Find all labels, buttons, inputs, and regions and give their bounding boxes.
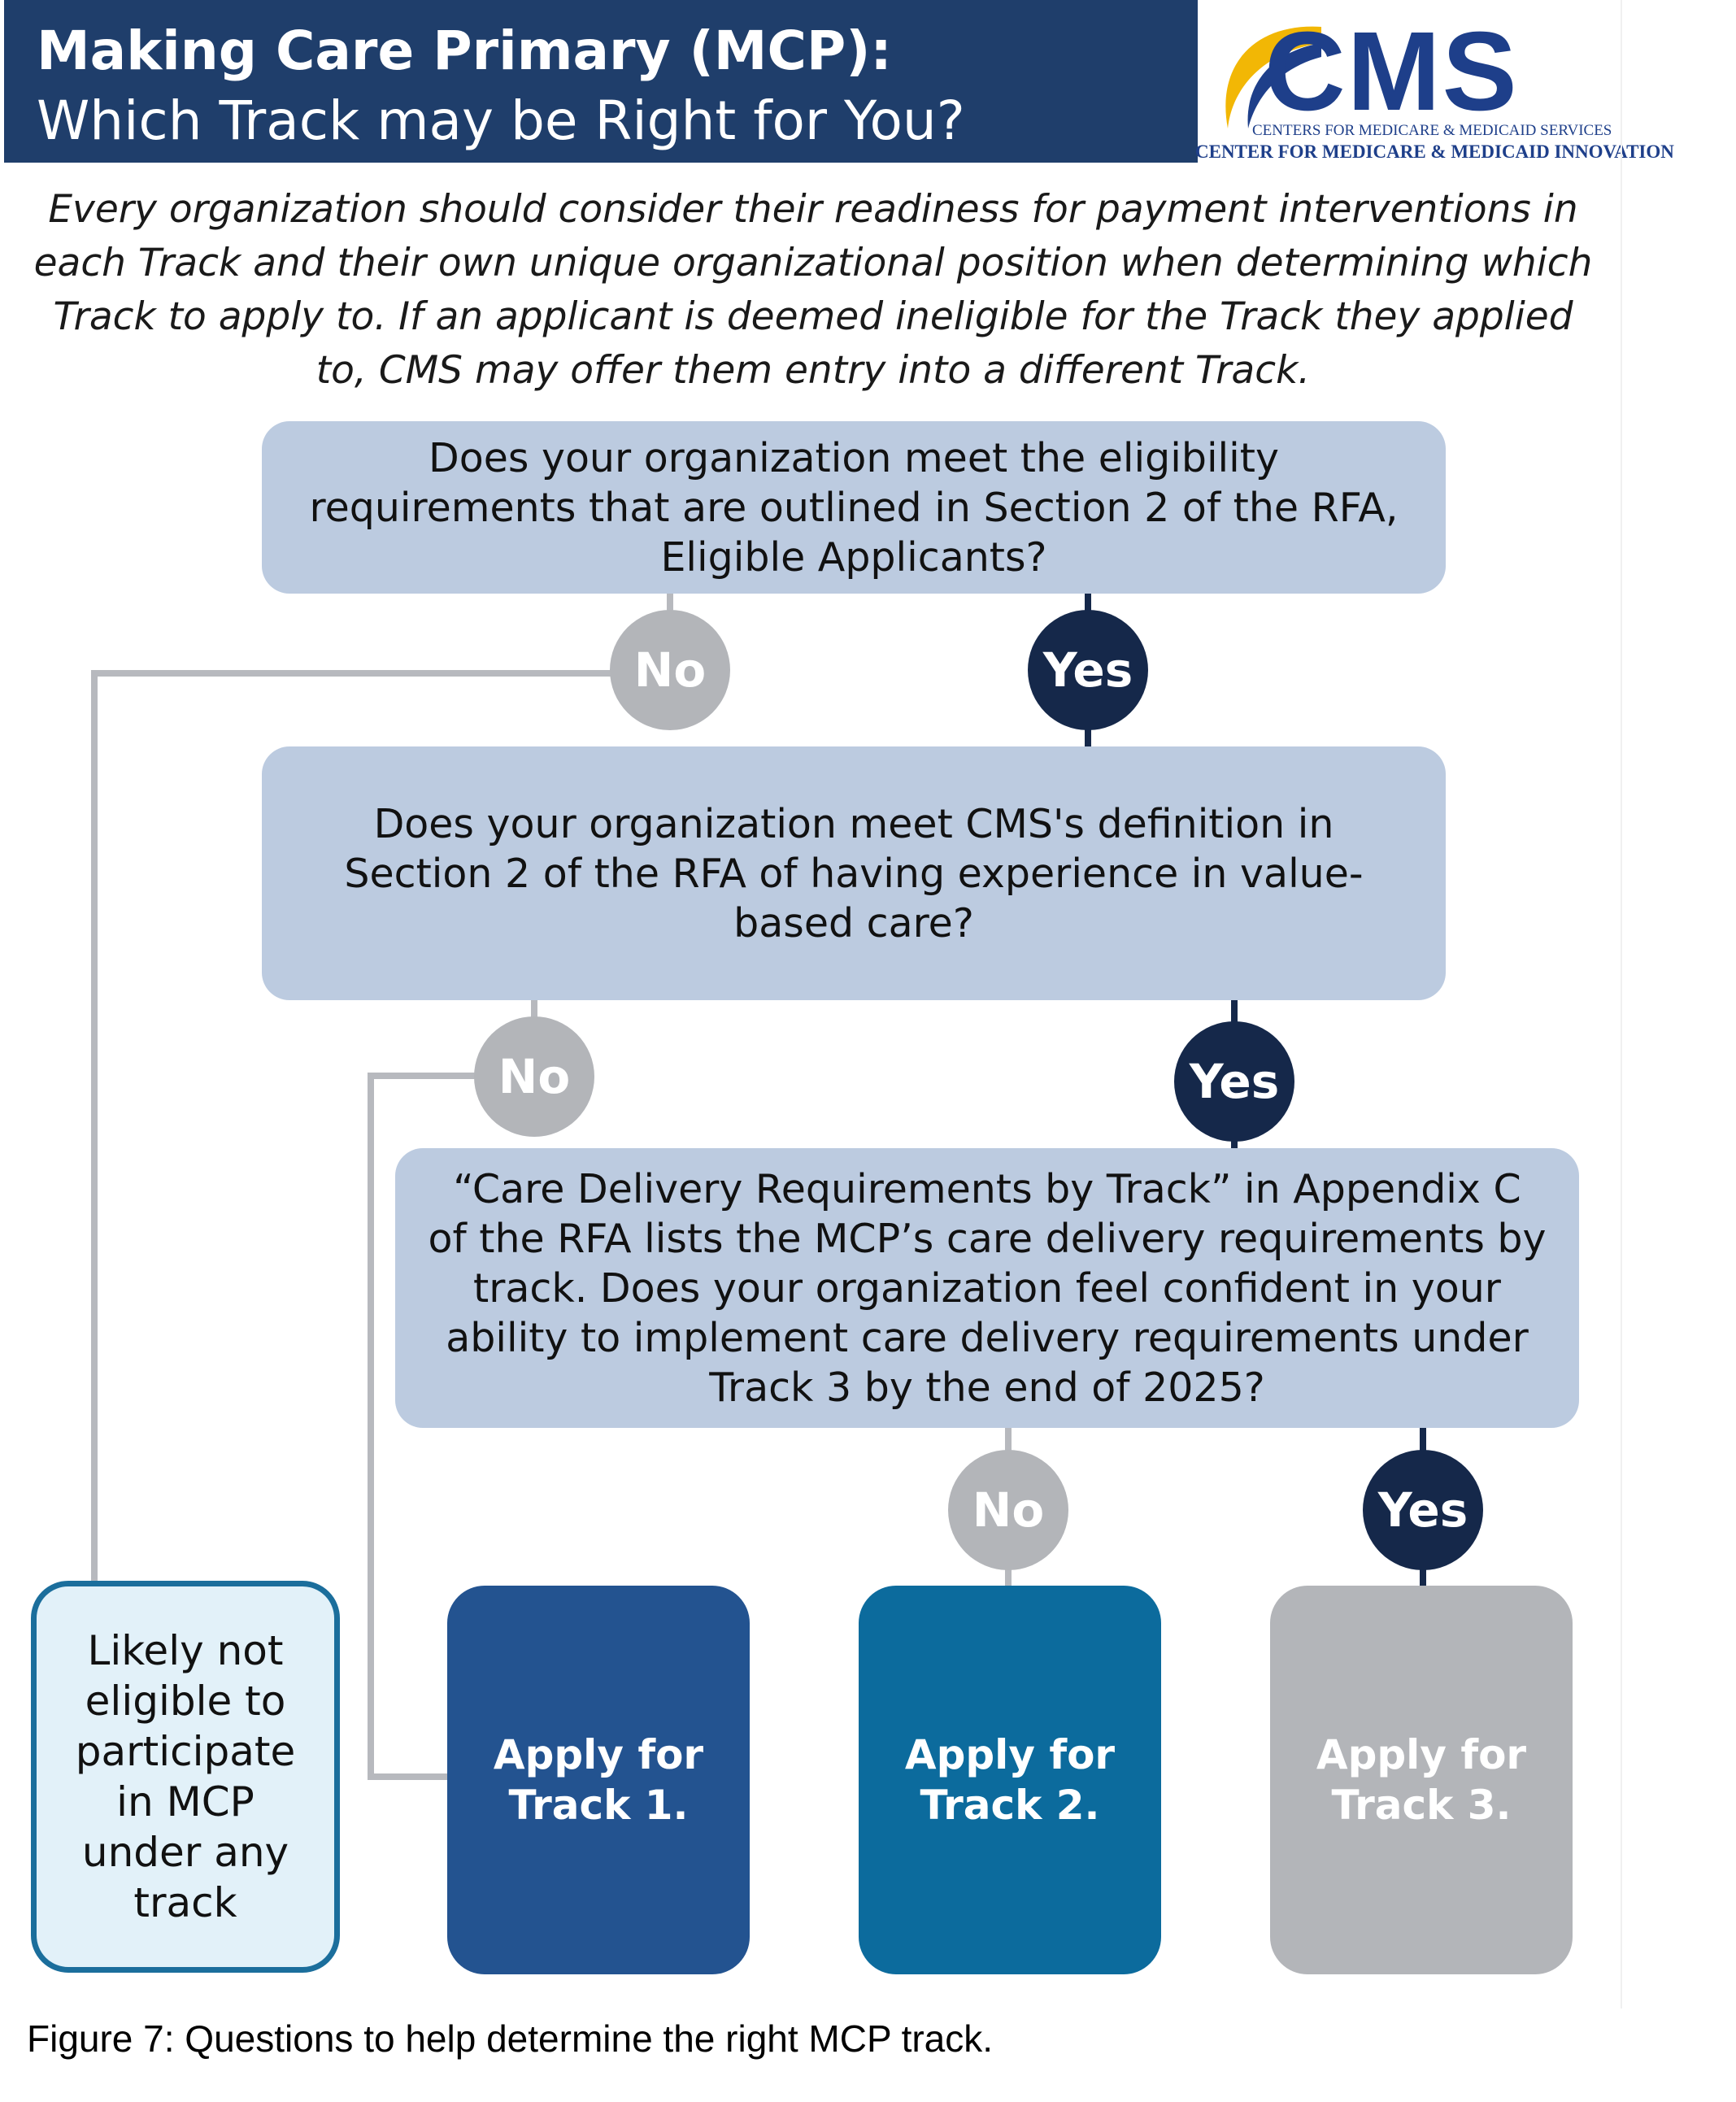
connector	[368, 1073, 481, 1079]
connector	[91, 670, 98, 1582]
outcome-track-2: Apply for Track 2.	[859, 1586, 1161, 1974]
question-track3-readiness: “Care Delivery Requirements by Track” in…	[395, 1148, 1579, 1428]
page-title: Making Care Primary (MCP):	[37, 20, 892, 82]
connector	[1420, 1425, 1426, 1458]
intro-text: Every organization should consider their…	[33, 187, 1593, 393]
connector	[1085, 716, 1091, 748]
answer-no-q3: No	[948, 1450, 1068, 1570]
figure-caption: Figure 7: Questions to help determine th…	[27, 2017, 994, 2060]
page-subtitle: Which Track may be Right for You?	[37, 89, 965, 152]
cms-swoosh-icon	[1225, 26, 1321, 128]
outcome-not-eligible: Likely not eligible to participate in MC…	[31, 1581, 340, 1973]
page-edge	[1621, 0, 1622, 2008]
answer-yes-q1: Yes	[1028, 610, 1148, 730]
connector	[368, 1073, 374, 1780]
connector	[1005, 1425, 1012, 1458]
outcome-track-3: Apply for Track 3.	[1270, 1586, 1573, 1974]
answer-no-q2: No	[474, 1016, 594, 1137]
connector	[91, 670, 620, 677]
question-eligibility: Does your organization meet the eligibil…	[262, 421, 1446, 594]
answer-yes-q3: Yes	[1363, 1450, 1483, 1570]
answer-no-q1: No	[610, 610, 730, 730]
answer-yes-q2: Yes	[1174, 1021, 1294, 1142]
header-banner	[4, 0, 1198, 163]
cms-logo-innovation: CENTER FOR MEDICARE & MEDICAID INNOVATIO…	[1195, 141, 1674, 162]
connector	[368, 1773, 449, 1780]
cms-wordmark: CMS	[1264, 9, 1519, 134]
outcome-track-1: Apply for Track 1.	[447, 1586, 750, 1974]
question-value-based-care: Does your organization meet CMS's defini…	[262, 746, 1446, 1000]
cms-logo-subtitle: CENTERS FOR MEDICARE & MEDICAID SERVICES	[1252, 122, 1612, 139]
